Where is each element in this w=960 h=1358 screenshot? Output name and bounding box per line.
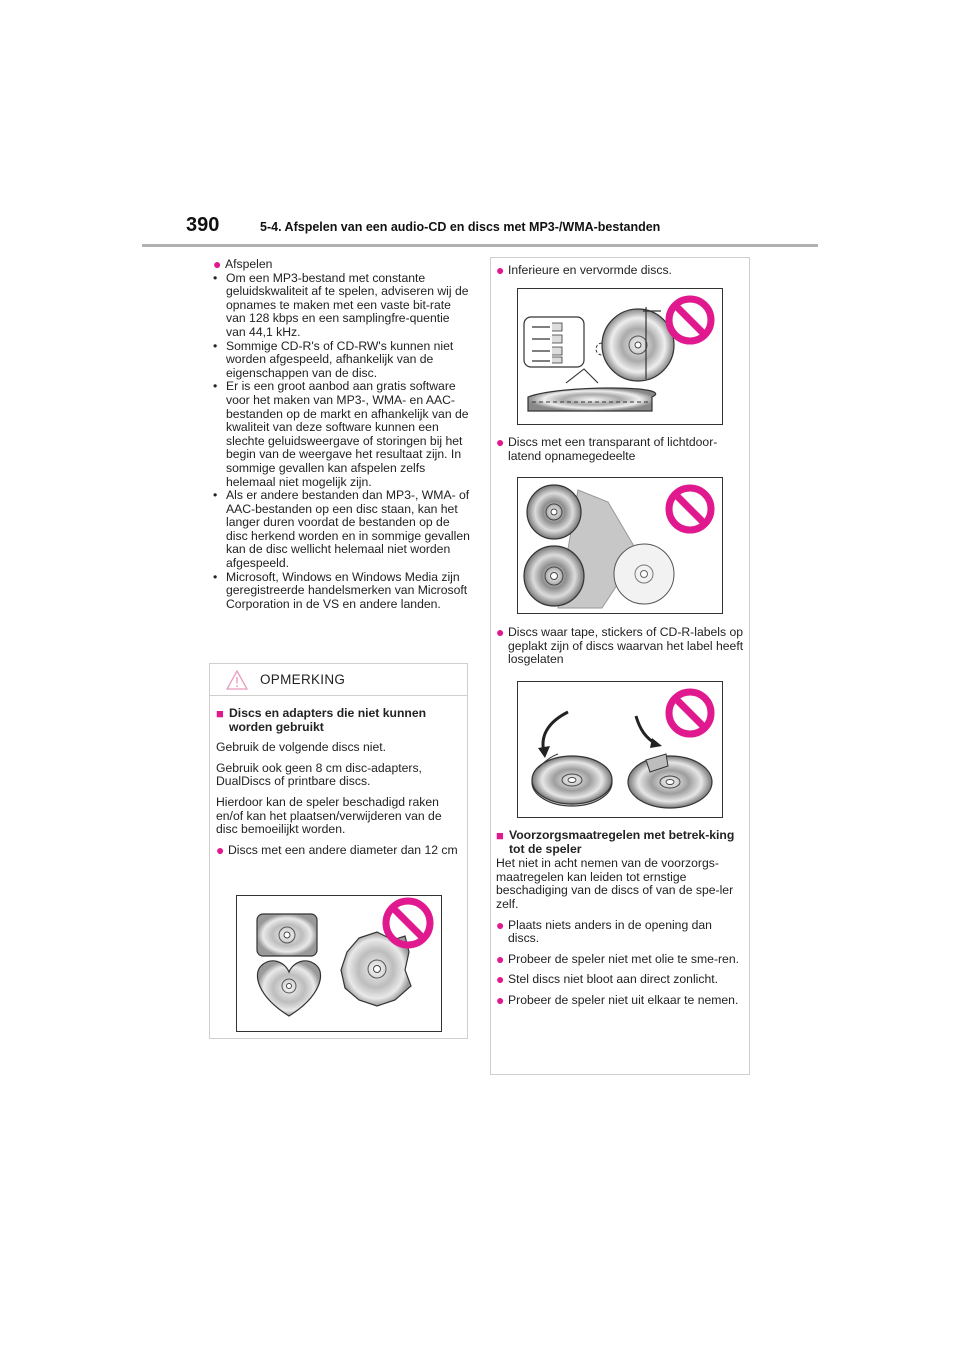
list-item: •Microsoft, Windows en Windows Media zij… bbox=[213, 569, 468, 611]
warning-triangle-icon bbox=[226, 669, 248, 690]
right-box bbox=[490, 257, 750, 1075]
list-item: ●Plaats niets anders in de opening dan d… bbox=[496, 916, 712, 946]
playback-heading: Afspelen bbox=[225, 257, 273, 271]
bullet-square-icon: ■ bbox=[216, 706, 224, 721]
precautions-section: ■ Voorzorgsmaatregelen met betrek-king t… bbox=[496, 828, 744, 1008]
list-item: ●Stel discs niet bloot aan direct zonlic… bbox=[496, 971, 719, 988]
note-p3: Hierdoor kan de speler beschadigd raken … bbox=[216, 794, 442, 837]
page-number: 390 bbox=[186, 214, 220, 236]
prohibited-icon bbox=[665, 688, 715, 738]
note-p1: Gebruik de volgende discs niet. bbox=[216, 740, 387, 755]
prohibited-icon bbox=[382, 897, 434, 949]
list-item: ●Discs met een transparant of lichtdoor-… bbox=[496, 434, 718, 463]
precautions-heading: Voorzorgsmaatregelen met betrek-king tot… bbox=[509, 828, 735, 856]
list-item: ●Inferieure en vervormde discs. bbox=[496, 262, 672, 278]
bullet-circle-icon: ● bbox=[496, 916, 505, 933]
list-item: ●Probeer de speler niet uit elkaar te ne… bbox=[496, 991, 739, 1008]
list-item: •Als er andere bestanden dan MP3-, WMA- … bbox=[213, 488, 470, 571]
bullet-circle-icon: ● bbox=[496, 991, 505, 1008]
list-item: ● Discs met een andere diameter dan 12 c… bbox=[216, 841, 458, 858]
bullet-circle-icon: ● bbox=[216, 841, 225, 858]
list-item: ●Probeer de speler niet met olie te sme-… bbox=[496, 950, 739, 967]
note-p2: Gebruik ook geen 8 cm disc-adapters, Dua… bbox=[216, 760, 422, 789]
figure-transparent-discs bbox=[517, 477, 723, 614]
prohibited-icon bbox=[665, 295, 715, 345]
left-column: ● Afspelen •Om een MP3-bestand met const… bbox=[213, 256, 471, 611]
list-item: •Sommige CD-R's of CD-RW's kunnen niet w… bbox=[213, 338, 454, 380]
bullet-circle-icon: ● bbox=[213, 256, 222, 272]
note-title: OPMERKING bbox=[260, 672, 346, 687]
note-section-heading: Discs en adapters die niet kunnen worden… bbox=[229, 706, 427, 734]
figure-inferior-discs bbox=[517, 288, 723, 425]
bullet-circle-icon: ● bbox=[496, 262, 505, 278]
note-section: ■ Discs en adapters die niet kunnen word… bbox=[216, 706, 461, 734]
bullet-circle-icon: ● bbox=[496, 950, 505, 967]
note-header: OPMERKING bbox=[210, 664, 467, 696]
list-item: •Er is een groot aanbod aan gratis softw… bbox=[213, 379, 469, 489]
figure-taped-discs bbox=[517, 681, 723, 818]
list-item: ●Discs waar tape, stickers of CD-R-label… bbox=[496, 624, 744, 667]
precautions-text: Het niet in acht nemen van de voorzorgs-… bbox=[496, 856, 734, 911]
bullet-square-icon: ■ bbox=[496, 828, 504, 843]
note-box: OPMERKING ■ Discs en adapters die niet k… bbox=[209, 663, 468, 1039]
bullet-circle-icon: ● bbox=[496, 434, 505, 450]
playback-item: ● Afspelen bbox=[213, 256, 471, 272]
note-body: ■ Discs en adapters die niet kunnen word… bbox=[210, 696, 467, 857]
list-item: •Om een MP3-bestand met constante geluid… bbox=[213, 270, 469, 339]
section-title: 5-4. Afspelen van een audio-CD en discs … bbox=[260, 220, 661, 234]
figure-odd-shaped-discs bbox=[236, 895, 442, 1032]
bullet-circle-icon: ● bbox=[496, 971, 505, 988]
prohibited-icon bbox=[665, 484, 715, 534]
bullet-circle-icon: ● bbox=[496, 624, 505, 640]
precautions-heading-row: ■ Voorzorgsmaatregelen met betrek-king t… bbox=[496, 828, 744, 856]
header-rule bbox=[142, 244, 818, 247]
